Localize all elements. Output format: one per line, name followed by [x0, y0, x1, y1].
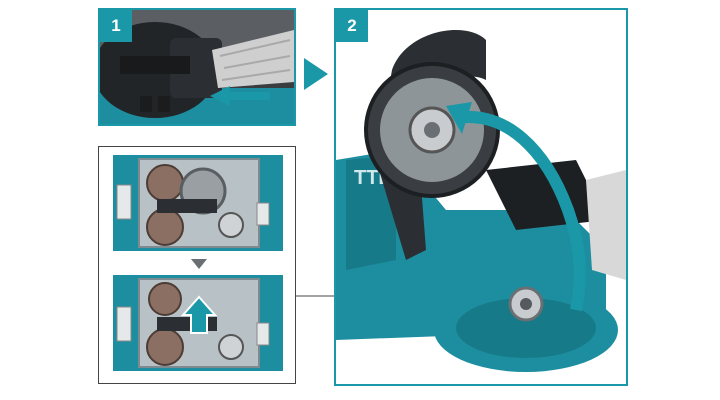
- gear-lock-view-after: [113, 275, 283, 371]
- step-1-illustration: [100, 10, 294, 124]
- step-1-panel: 1: [98, 8, 296, 126]
- detail-illustration: [113, 155, 283, 371]
- step-1-badge: 1: [100, 10, 132, 42]
- press-arrow-icon: [210, 86, 270, 106]
- step-2-panel: 2 TTL: [334, 8, 628, 386]
- arrow-up-icon: [180, 295, 218, 334]
- detail-panel: [98, 146, 296, 384]
- gear-lock-view-before: [113, 155, 283, 251]
- step-2-badge: 2: [336, 10, 368, 42]
- curved-arrow-icon: [446, 102, 586, 312]
- step-2-illustration: TTL: [336, 10, 626, 384]
- chevron-right-icon: [304, 58, 328, 90]
- triangle-down-icon: [191, 259, 207, 269]
